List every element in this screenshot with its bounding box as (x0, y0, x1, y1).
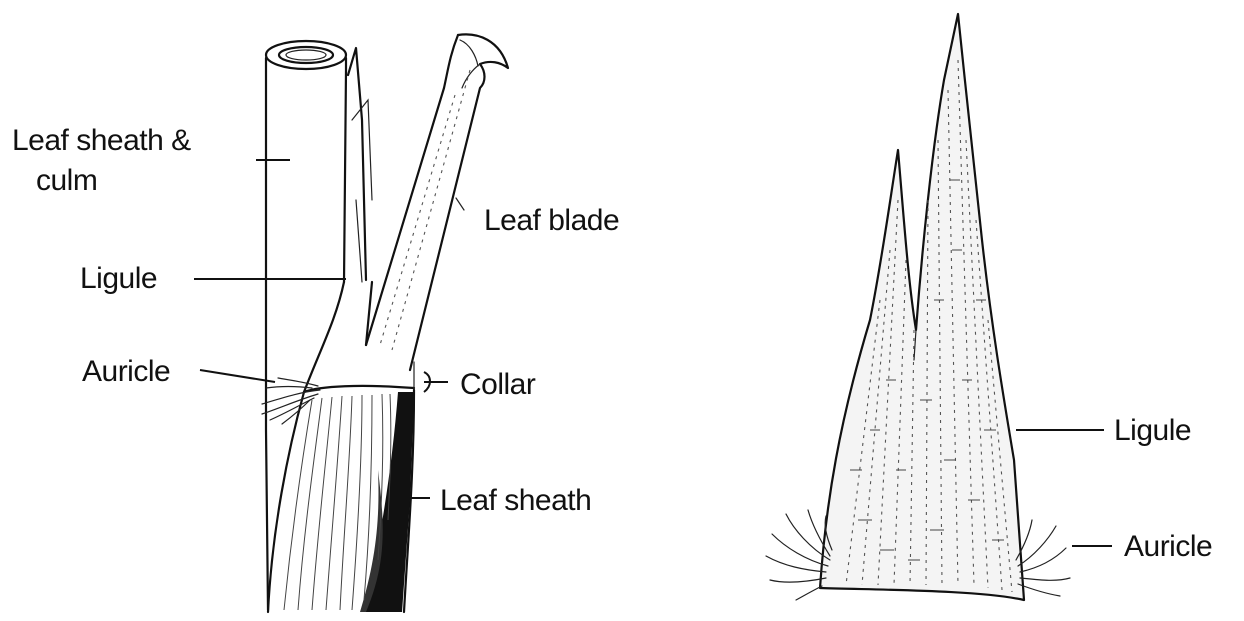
right-panel-ligule-closeup: Ligule Auricle (766, 14, 1212, 600)
auricle-hairs-drawing (262, 378, 320, 424)
label-leaf-sheath: Leaf sheath (440, 484, 591, 517)
label-auricle-closeup: Auricle (1124, 530, 1212, 563)
leaf-blade-drawing (366, 34, 508, 370)
leaf-sheath-drawing (268, 390, 414, 612)
ligule-drawing (348, 48, 372, 282)
label-leaf-sheath-culm-line1: Leaf sheath & (12, 124, 191, 157)
ligule-closeup-drawing (820, 14, 1024, 600)
left-panel-stem-illustration: Leaf sheath & culm Leaf blade Ligule Aur… (12, 34, 619, 612)
label-auricle: Auricle (82, 355, 170, 388)
label-ligule: Ligule (80, 262, 157, 295)
label-ligule-closeup: Ligule (1114, 414, 1191, 447)
label-leaf-blade: Leaf blade (484, 204, 619, 237)
collar-drawing (304, 282, 414, 392)
label-leaf-sheath-culm-line2: culm (36, 164, 97, 197)
label-collar: Collar (460, 368, 536, 401)
